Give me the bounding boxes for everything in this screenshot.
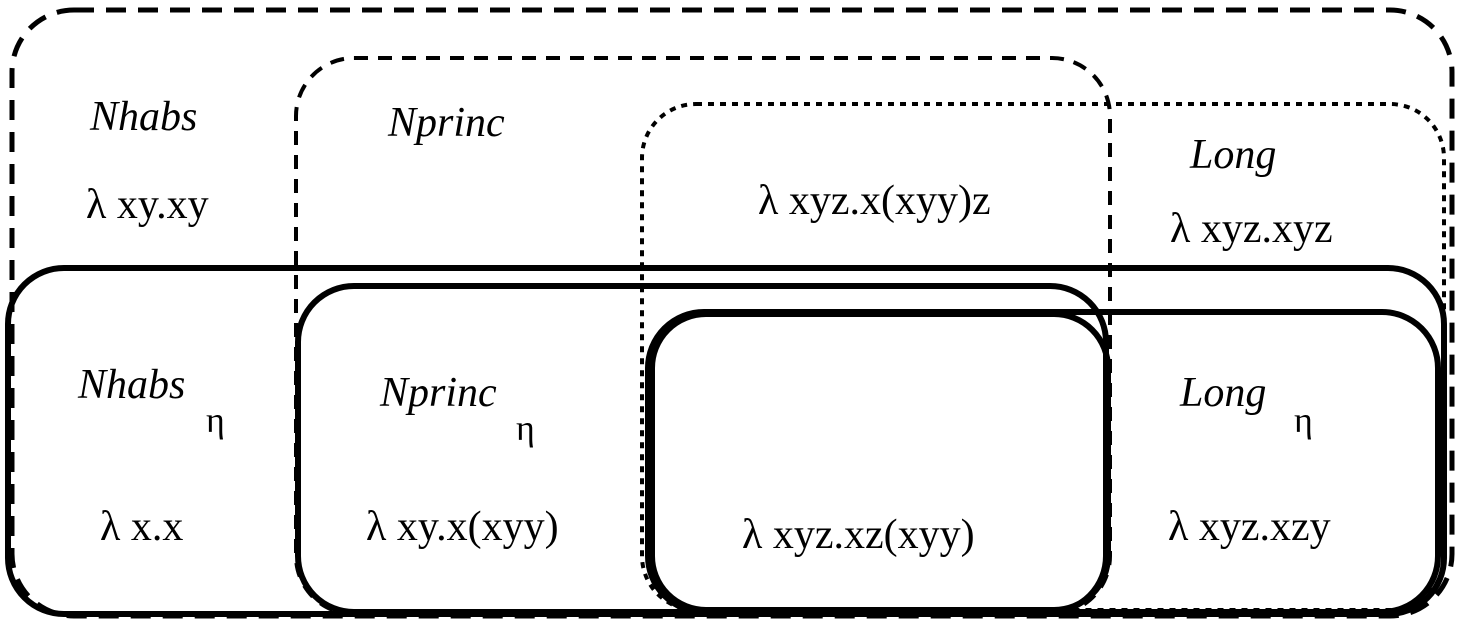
nprinc-eta-label: Nprinc	[379, 370, 497, 416]
intersection-eta-region	[649, 311, 1111, 613]
nprinc-eta-term: λ xy.x(xyy)	[366, 504, 559, 550]
nhabs-eta-subscript: η	[206, 400, 225, 440]
nhabs-eta-label: Nhabs	[77, 362, 185, 408]
nhabs-region	[9, 7, 1455, 619]
long-label: Long	[1189, 132, 1276, 178]
long-eta-subscript: η	[1294, 400, 1313, 440]
nhabs-label: Nhabs	[89, 94, 197, 140]
nhabs-eta-region	[5, 265, 1447, 617]
nprinc-label: Nprinc	[387, 100, 505, 146]
long-eta-term: λ xyz.xzy	[1168, 504, 1331, 550]
long-eta-region	[645, 309, 1441, 615]
long-eta-label: Long	[1179, 370, 1266, 416]
nhabs-term: λ xy.xy	[86, 182, 209, 228]
long-term: λ xyz.xyz	[1170, 206, 1333, 252]
intersection-eta-term: λ xyz.xz(xyy)	[742, 512, 975, 558]
nprinc-eta-region	[295, 283, 1109, 615]
inner-term: λ xyz.x(xyy)z	[758, 178, 991, 224]
nprinc-eta-subscript: η	[516, 408, 535, 448]
nhabs-eta-term: λ x.x	[100, 504, 183, 550]
